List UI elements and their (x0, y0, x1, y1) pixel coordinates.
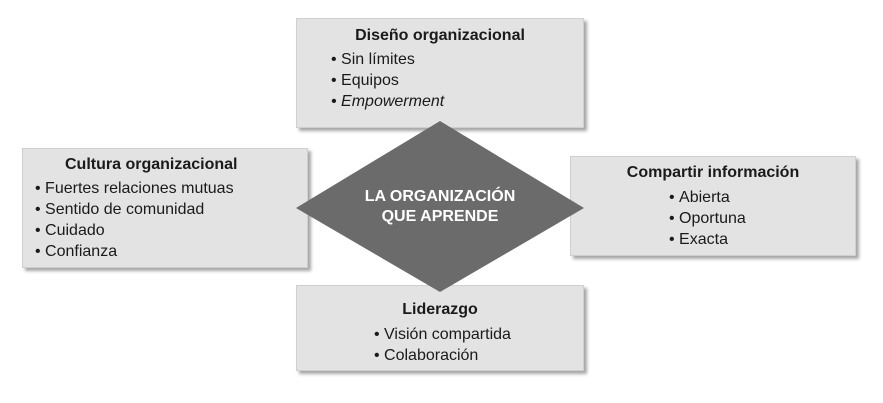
design-box: Diseño organizacional Sin límites Equipo… (296, 18, 584, 128)
leadership-item: Colaboración (374, 345, 583, 366)
information-box: Compartir información Abierta Oportuna E… (570, 156, 856, 256)
information-title: Compartir información (626, 164, 800, 181)
information-item: Oportuna (669, 208, 855, 229)
culture-item: Fuertes relaciones mutuas (35, 178, 307, 199)
leadership-list: Visión compartida Colaboración (374, 324, 583, 366)
culture-item: Confianza (35, 241, 307, 262)
culture-list: Fuertes relaciones mutuas Sentido de com… (35, 178, 307, 262)
culture-title: Cultura organizacional (65, 156, 238, 173)
information-list: Abierta Oportuna Exacta (669, 187, 855, 250)
center-line-2: QUE APRENDE (381, 208, 499, 225)
diamond-shape (296, 121, 584, 292)
center-label: LA ORGANIZACIÓN QUE APRENDE (340, 187, 540, 227)
culture-item: Cuidado (35, 220, 307, 241)
leadership-title: Liderazgo (402, 301, 478, 318)
design-item: Sin límites (331, 49, 583, 70)
design-list: Sin límites Equipos Empowerment (331, 49, 583, 112)
center-line-1: LA ORGANIZACIÓN (364, 188, 516, 205)
design-item: Equipos (331, 70, 583, 91)
culture-item: Sentido de comunidad (35, 199, 307, 220)
design-item: Empowerment (331, 91, 583, 112)
leadership-item: Visión compartida (374, 324, 583, 345)
information-item: Abierta (669, 187, 855, 208)
information-item: Exacta (669, 229, 855, 250)
culture-box: Cultura organizacional Fuertes relacione… (22, 148, 308, 268)
design-title: Diseño organizacional (355, 27, 525, 44)
